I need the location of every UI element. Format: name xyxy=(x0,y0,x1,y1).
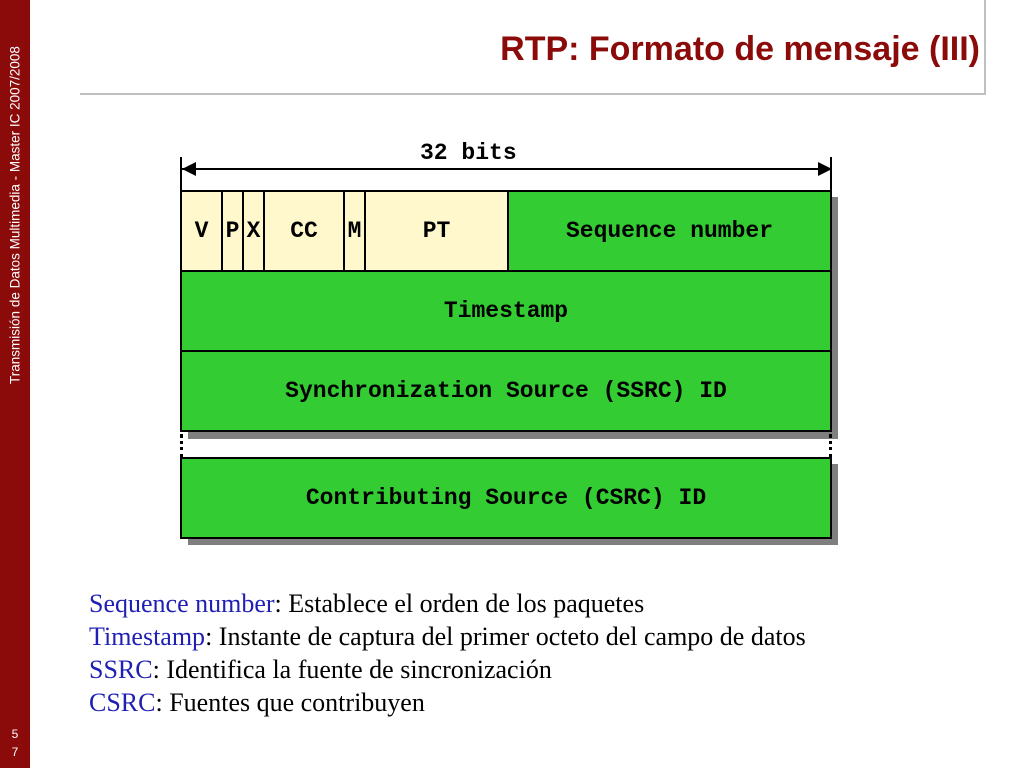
field-extension: X xyxy=(242,190,265,272)
description-line: CSRC: Fuentes que contribuyen xyxy=(89,688,425,718)
field-payload-type: PT xyxy=(364,190,509,272)
sidebar-course-title: Transmisión de Datos Multimedia - Master… xyxy=(7,46,23,384)
field-timestamp: Timestamp xyxy=(180,270,832,352)
page-number-digit: 5 xyxy=(11,727,19,741)
description-line: Sequence number: Establece el orden de l… xyxy=(89,589,644,619)
description-text: : Instante de captura del primer octeto … xyxy=(205,622,806,651)
title-divider xyxy=(80,93,984,95)
field-extension-label: X xyxy=(246,218,261,244)
description-text: : Identifica la fuente de sincronización xyxy=(152,655,552,684)
field-marker-label: M xyxy=(347,218,362,244)
field-csrc-count-label: CC xyxy=(290,218,318,244)
description-term: SSRC xyxy=(89,655,153,684)
width-label: 32 bits xyxy=(420,140,517,166)
arrow-right-head-icon xyxy=(818,162,832,176)
field-padding: P xyxy=(221,190,244,272)
title-divider-vertical xyxy=(984,0,986,95)
description-line: SSRC: Identifica la fuente de sincroniza… xyxy=(89,655,552,685)
field-version: V xyxy=(180,190,223,272)
continuation-dots-left xyxy=(180,434,183,458)
sidebar: Transmisión de Datos Multimedia - Master… xyxy=(0,0,30,768)
field-sequence-number: Sequence number xyxy=(507,190,832,272)
field-ssrc: Synchronization Source (SSRC) ID xyxy=(180,350,832,432)
width-arrow-line xyxy=(182,168,830,170)
field-timestamp-label: Timestamp xyxy=(443,298,569,324)
page-number-digit: 7 xyxy=(11,745,19,759)
continuation-dots-right xyxy=(829,434,832,458)
description-term: Sequence number xyxy=(89,589,275,618)
field-ssrc-label: Synchronization Source (SSRC) ID xyxy=(285,378,727,404)
field-sequence-number-label: Sequence number xyxy=(565,218,774,244)
width-tick-left xyxy=(180,157,182,190)
field-payload-type-label: PT xyxy=(422,218,451,244)
field-csrc: Contributing Source (CSRC) ID xyxy=(180,457,832,539)
description-text: : Establece el orden de los paquetes xyxy=(274,589,645,618)
field-version-label: V xyxy=(194,218,209,244)
slide-title: RTP: Formato de mensaje (III) xyxy=(500,30,980,68)
description-text: : Fuentes que contribuyen xyxy=(155,688,425,717)
field-marker: M xyxy=(343,190,366,272)
description-line: Timestamp: Instante de captura del prime… xyxy=(89,622,806,652)
field-padding-label: P xyxy=(225,218,240,244)
arrow-left-head-icon xyxy=(182,162,196,176)
width-tick-right xyxy=(830,157,832,190)
field-csrc-count: CC xyxy=(263,190,345,272)
description-term: Timestamp xyxy=(89,622,206,651)
field-csrc-label: Contributing Source (CSRC) ID xyxy=(305,485,707,511)
description-term: CSRC xyxy=(89,688,156,717)
